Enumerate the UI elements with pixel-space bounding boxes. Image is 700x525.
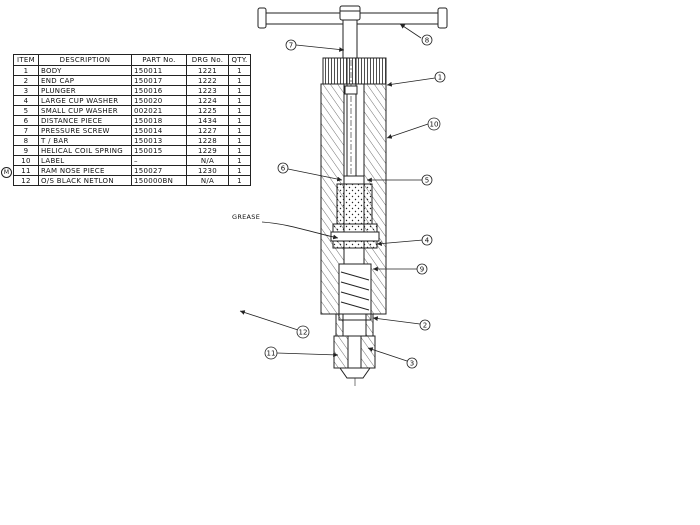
- balloon-5: 5: [421, 174, 433, 186]
- balloon-3: 3: [406, 357, 418, 369]
- cell-qty: 1: [228, 175, 251, 186]
- balloon-label: 7: [289, 42, 293, 50]
- balloon-12: 12: [296, 325, 310, 339]
- balloon-7: 7: [285, 39, 297, 51]
- balloon-label: 9: [420, 266, 424, 274]
- balloon-11: 11: [264, 346, 278, 360]
- parts-list-table: ITEM DESCRIPTION PART No. DRG No. QTY. 1…: [13, 54, 251, 186]
- balloon-8: 8: [421, 34, 433, 46]
- grease-label: GREASE: [232, 213, 260, 221]
- leader-lines: [239, 23, 436, 362]
- balloon-label: 5: [425, 177, 429, 185]
- spring-bore: [330, 175, 380, 249]
- knurled-cap: [322, 57, 387, 85]
- balloon-label: 1: [438, 74, 442, 82]
- balloon-1: 1: [434, 71, 446, 83]
- balloon-9: 9: [416, 263, 428, 275]
- parts-list-header-row: ITEM DESCRIPTION PART No. DRG No. QTY.: [13, 54, 251, 66]
- balloon-label: 11: [267, 350, 276, 358]
- balloon-2: 2: [419, 319, 431, 331]
- balloon-label: 2: [423, 322, 427, 330]
- row-12-marker: M: [1, 167, 12, 178]
- balloon-10: 10: [427, 117, 441, 131]
- ram-nose-piece: [333, 335, 376, 386]
- pressure-screw: [342, 19, 358, 179]
- balloon-label: 3: [410, 360, 414, 368]
- t-bar: [257, 5, 448, 29]
- balloon-label: 4: [425, 237, 430, 245]
- balloon-6: 6: [277, 162, 289, 174]
- balloon-label: 8: [425, 37, 429, 45]
- balloon-label: 12: [299, 329, 308, 337]
- balloon-4: 4: [421, 234, 433, 246]
- plunger-spring: [338, 263, 372, 321]
- balloon-label: 10: [430, 121, 439, 129]
- balloon-label: 6: [281, 165, 286, 173]
